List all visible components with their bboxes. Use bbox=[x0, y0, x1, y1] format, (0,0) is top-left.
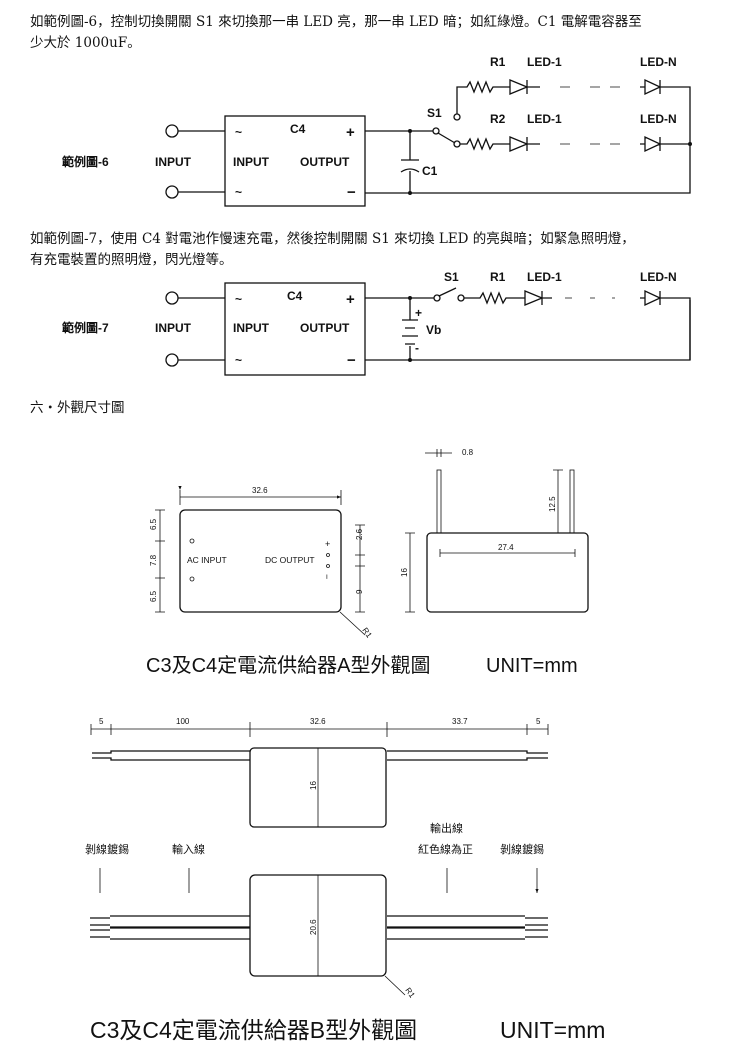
circuit-example-7: 範例圖-7 INPUT ~ C4 + INPUT OUTPUT ~ − + Vb… bbox=[62, 270, 691, 376]
type-a-caption: C3及C4定電流供給器A型外觀圖 bbox=[146, 654, 430, 677]
svg-text:輸出線: 輸出線 bbox=[430, 821, 463, 835]
type-a-drawing: 32.6 6.5 7.8 6.5 AC INPUT DC OUTPUT + − … bbox=[146, 448, 589, 677]
svg-text:剝線鍍錫: 剝線鍍錫 bbox=[85, 842, 129, 856]
ac-symbol: ~ bbox=[235, 185, 242, 199]
svg-text:LED-N: LED-N bbox=[640, 270, 677, 284]
module-input-label: INPUT bbox=[233, 155, 270, 169]
svg-text:~: ~ bbox=[235, 292, 242, 306]
example6-title: 範例圖-6 bbox=[62, 154, 109, 169]
svg-text:INPUT: INPUT bbox=[233, 321, 270, 335]
svg-text:9: 9 bbox=[355, 589, 364, 594]
svg-text:7.8: 7.8 bbox=[149, 554, 158, 566]
svg-text:-: - bbox=[415, 341, 419, 355]
type-b-drawing: 5 100 32.6 33.7 5 16 剝線鍍錫 輸入線 輸出線 紅色線為正 … bbox=[85, 717, 605, 1043]
ac-symbol: ~ bbox=[235, 125, 242, 139]
example7-description-line2: 有充電裝置的照明燈，閃光燈等。 bbox=[30, 252, 233, 268]
circuit-example-6: 範例圖-6 INPUT ~ C4 + INPUT OUTPUT ~ − C1 S… bbox=[62, 55, 692, 207]
ac-terminal-icon bbox=[165, 185, 179, 199]
type-b-caption: C3及C4定電流供給器B型外觀圖 bbox=[90, 1017, 417, 1043]
ledn-label: LED-N bbox=[640, 112, 677, 126]
svg-text:16: 16 bbox=[309, 781, 318, 790]
r2-label: R2 bbox=[490, 112, 506, 126]
input-label: INPUT bbox=[155, 321, 192, 335]
svg-text:+: + bbox=[325, 539, 330, 549]
svg-text:6.5: 6.5 bbox=[149, 590, 158, 602]
svg-text:輸入線: 輸入線 bbox=[172, 842, 205, 856]
module-output-label: OUTPUT bbox=[300, 155, 350, 169]
svg-text:+: + bbox=[415, 306, 422, 320]
svg-text:+: + bbox=[346, 291, 355, 308]
svg-text:12.5: 12.5 bbox=[548, 496, 557, 512]
c4-module-box bbox=[224, 115, 366, 207]
svg-text:−: − bbox=[347, 352, 356, 369]
svg-text:0.8: 0.8 bbox=[462, 448, 474, 457]
module-name: C4 bbox=[290, 122, 306, 136]
c1-label: C1 bbox=[422, 164, 438, 178]
svg-text:−: − bbox=[322, 574, 332, 579]
r1-label: R1 bbox=[490, 55, 506, 69]
svg-text:~: ~ bbox=[235, 353, 242, 367]
svg-text:32.6: 32.6 bbox=[310, 717, 326, 726]
battery-icon bbox=[402, 319, 418, 345]
plus-symbol: + bbox=[346, 124, 355, 141]
svg-text:S1: S1 bbox=[444, 270, 459, 284]
example7-description-line1: 如範例圖-7，使用 C4 對電池作慢速充電，然後控制開關 S1 來切換 LED … bbox=[30, 231, 635, 247]
svg-text:32.6: 32.6 bbox=[252, 486, 268, 495]
svg-text:6.5: 6.5 bbox=[149, 518, 158, 530]
svg-text:20.6: 20.6 bbox=[309, 919, 318, 935]
led1-label: LED-1 bbox=[527, 55, 562, 69]
example6-description-line2: 少大於 1000uF。 bbox=[30, 35, 141, 51]
arrow-down-icon bbox=[99, 868, 537, 893]
input-label: INPUT bbox=[155, 155, 192, 169]
led1-label: LED-1 bbox=[527, 112, 562, 126]
section-heading: 六・外觀尺寸圖 bbox=[30, 400, 125, 416]
svg-text:2.6: 2.6 bbox=[355, 528, 364, 540]
svg-text:R1: R1 bbox=[490, 270, 506, 284]
minus-symbol: − bbox=[347, 184, 356, 201]
led-string-2 bbox=[460, 135, 690, 153]
svg-text:27.4: 27.4 bbox=[498, 543, 514, 552]
svg-text:16: 16 bbox=[400, 568, 409, 577]
type-b-unit: UNIT=mm bbox=[500, 1017, 605, 1043]
vb-label: Vb bbox=[426, 323, 441, 337]
ac-terminal-icon bbox=[165, 124, 179, 138]
switch-icon bbox=[438, 287, 457, 297]
svg-text:DC OUTPUT: DC OUTPUT bbox=[265, 555, 315, 565]
svg-text:AC INPUT: AC INPUT bbox=[187, 555, 227, 565]
svg-text:100: 100 bbox=[176, 717, 190, 726]
example6-description-line1: 如範例圖-6，控制切換開關 S1 來切換那一串 LED 亮，那一串 LED 暗；… bbox=[30, 14, 642, 30]
type-a-unit: UNIT=mm bbox=[486, 655, 578, 677]
c4-module-box bbox=[224, 282, 366, 376]
switch-icon bbox=[437, 132, 456, 144]
svg-text:R1: R1 bbox=[403, 986, 417, 1000]
svg-text:LED-1: LED-1 bbox=[527, 270, 562, 284]
svg-text:剝線鍍錫: 剝線鍍錫 bbox=[500, 842, 544, 856]
led-string-1 bbox=[456, 78, 691, 144]
svg-text:C4: C4 bbox=[287, 289, 303, 303]
svg-text:5: 5 bbox=[536, 717, 541, 726]
svg-text:33.7: 33.7 bbox=[452, 717, 468, 726]
led-string bbox=[464, 289, 691, 360]
svg-text:紅色線為正: 紅色線為正 bbox=[418, 842, 473, 856]
svg-text:R1: R1 bbox=[360, 626, 374, 640]
s1-label: S1 bbox=[427, 106, 442, 120]
example7-title: 範例圖-7 bbox=[62, 320, 109, 335]
svg-text:OUTPUT: OUTPUT bbox=[300, 321, 350, 335]
capacitor-icon bbox=[400, 159, 420, 173]
ledn-label: LED-N bbox=[640, 55, 677, 69]
svg-text:5: 5 bbox=[99, 717, 104, 726]
